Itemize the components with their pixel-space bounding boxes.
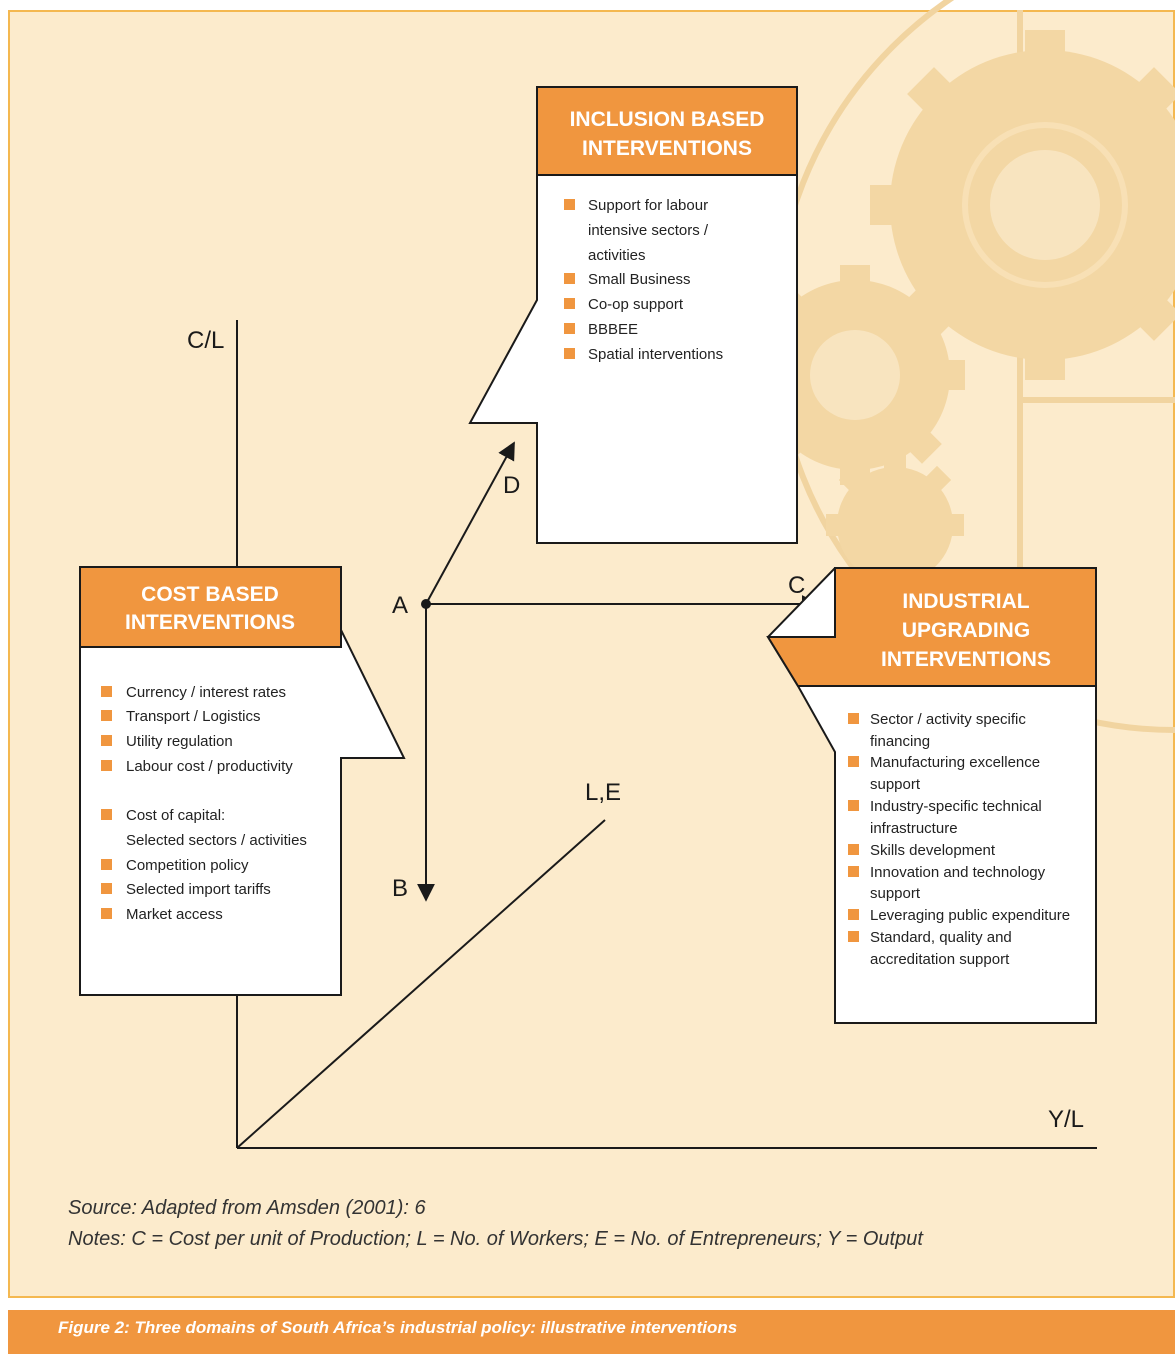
point-label-b: B [392, 875, 408, 902]
bullet-icon [848, 800, 859, 811]
inclusion-item: Small Business [588, 271, 691, 288]
cost-item: Utility regulation [126, 733, 233, 750]
inclusion-item: activities [588, 247, 646, 264]
bullet-icon [848, 844, 859, 855]
origin-point-a [421, 599, 431, 609]
bullet-icon [848, 931, 859, 942]
industrial-item: support [870, 885, 921, 902]
inclusion-item: Support for labour [588, 197, 708, 214]
z-axis-label: L,E [585, 779, 621, 806]
industrial-item: Industry-specific technical [870, 798, 1042, 815]
bullet-icon [101, 883, 112, 894]
medium-gear-icon [745, 265, 965, 485]
cost-item: Market access [126, 906, 223, 923]
inclusion-item: intensive sectors / [588, 222, 709, 239]
inclusion-title-line2: INTERVENTIONS [582, 137, 752, 160]
industrial-item: Leveraging public expenditure [870, 907, 1070, 924]
inclusion-header [536, 86, 798, 176]
cost-box: COST BASED INTERVENTIONS Currency / inte… [79, 566, 406, 996]
cost-item: Labour cost / productivity [126, 758, 293, 775]
cost-item: Competition policy [126, 857, 249, 874]
cost-header [79, 566, 342, 648]
source-note: Source: Adapted from Amsden (2001): 6 [68, 1197, 426, 1219]
bullet-icon [101, 686, 112, 697]
bullet-icon [848, 909, 859, 920]
bullet-icon [101, 908, 112, 919]
inclusion-title-line1: INCLUSION BASED [570, 108, 765, 131]
industrial-item: financing [870, 733, 930, 750]
industrial-title-line1: INDUSTRIAL [902, 590, 1029, 613]
cost-item: Selected import tariffs [126, 881, 271, 898]
industrial-title-line2: UPGRADING [902, 619, 1030, 642]
figure-caption: Figure 2: Three domains of South Africa’… [58, 1318, 738, 1337]
industrial-item: Innovation and technology [870, 864, 1046, 881]
industrial-item: accreditation support [870, 951, 1010, 968]
industrial-item: infrastructure [870, 820, 958, 837]
bullet-icon [101, 809, 112, 820]
inclusion-box: INCLUSION BASED INTERVENTIONS Support fo… [468, 86, 798, 544]
bullet-icon [101, 710, 112, 721]
bullet-icon [564, 199, 575, 210]
bullet-icon [564, 323, 575, 334]
cost-item: Transport / Logistics [126, 708, 261, 725]
industrial-box: INDUSTRIAL UPGRADING INTERVENTIONS Secto… [766, 567, 1097, 1024]
bullet-icon [848, 866, 859, 877]
large-gear-icon [870, 30, 1175, 380]
bullet-icon [101, 735, 112, 746]
point-label-a: A [392, 592, 408, 619]
bullet-icon [848, 756, 859, 767]
notes-text: Notes: C = Cost per unit of Production; … [68, 1228, 923, 1250]
industrial-item: Standard, quality and [870, 929, 1012, 946]
cost-item: Selected sectors / activities [126, 832, 307, 849]
x-axis-label: Y/L [1048, 1106, 1084, 1133]
industrial-header [766, 567, 1097, 687]
bullet-icon [564, 273, 575, 284]
bullet-icon [564, 348, 575, 359]
z-axis [236, 819, 606, 1149]
industrial-item: Sector / activity specific [870, 711, 1026, 728]
small-gear-icon [826, 455, 964, 583]
point-label-d: D [503, 472, 520, 499]
arrow-to-d [425, 441, 515, 605]
cost-title-line2: INTERVENTIONS [125, 611, 295, 634]
bullet-icon [564, 298, 575, 309]
cost-title-line1: COST BASED [141, 583, 279, 606]
caption-bar [8, 1310, 1175, 1354]
inclusion-item: Spatial interventions [588, 346, 723, 363]
cost-item: Cost of capital: [126, 807, 225, 824]
y-axis-label: C/L [187, 327, 224, 354]
bullet-icon [101, 859, 112, 870]
industrial-item: Skills development [870, 842, 996, 859]
bullet-icon [101, 760, 112, 771]
industrial-title-line3: INTERVENTIONS [881, 648, 1051, 671]
inclusion-item: BBBEE [588, 321, 638, 338]
industrial-item: support [870, 776, 921, 793]
point-label-c: C [788, 572, 805, 599]
cost-item: Currency / interest rates [126, 684, 286, 701]
inclusion-item: Co-op support [588, 296, 684, 313]
industrial-item: Manufacturing excellence [870, 754, 1040, 771]
bullet-icon [848, 713, 859, 724]
